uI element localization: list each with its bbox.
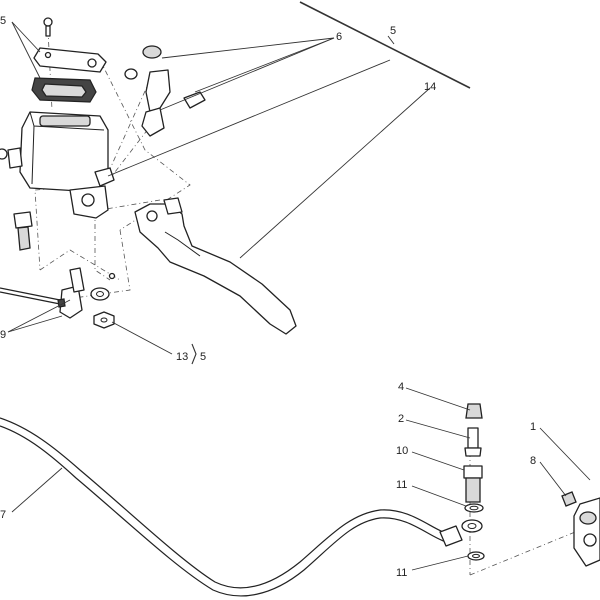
callout-5-bottom-bracket: 5 <box>200 351 206 363</box>
clutch-lever <box>134 197 297 335</box>
pivot-hardware <box>90 272 116 329</box>
callout-labels: 5 6 5 14 9 13 5 7 4 2 10 11 11 1 8 <box>0 15 536 579</box>
callout-8: 8 <box>530 455 536 467</box>
reservoir-cover <box>33 47 107 73</box>
bleed-cap <box>465 403 483 419</box>
callout-1: 1 <box>530 421 536 433</box>
callout-9: 9 <box>0 329 6 341</box>
handlebar-clamp <box>124 45 206 137</box>
reservoir-diaphragm <box>31 77 97 103</box>
kit-bracket <box>299 1 471 89</box>
clutch-hose <box>0 417 463 597</box>
callout-14: 14 <box>424 81 436 93</box>
callout-10: 10 <box>396 445 408 457</box>
lever-switch <box>0 267 85 319</box>
hose-banjo <box>461 519 483 533</box>
bleed-valve <box>464 427 482 457</box>
slave-cylinder <box>561 491 600 567</box>
mounting-bolt <box>13 211 33 251</box>
callout-4: 4 <box>398 381 404 393</box>
sealing-washer-lower <box>467 551 485 561</box>
callout-11-upper: 11 <box>396 479 407 491</box>
assembly-axes <box>34 29 581 576</box>
master-cylinder-body <box>7 111 115 219</box>
callout-2: 2 <box>398 413 404 425</box>
sealing-washer-upper <box>464 503 484 513</box>
banjo-bolt <box>463 465 483 503</box>
callout-13: 13 <box>176 351 188 363</box>
callout-6: 6 <box>336 31 342 43</box>
callout-11-lower: 11 <box>396 567 407 579</box>
callout-7: 7 <box>0 509 6 521</box>
leader-lines <box>7 21 591 571</box>
callout-5-top-bracket: 5 <box>390 25 396 37</box>
edge-nut <box>0 148 8 160</box>
callout-5-top-left: 5 <box>0 15 6 27</box>
reservoir-cap-screw <box>43 17 53 37</box>
